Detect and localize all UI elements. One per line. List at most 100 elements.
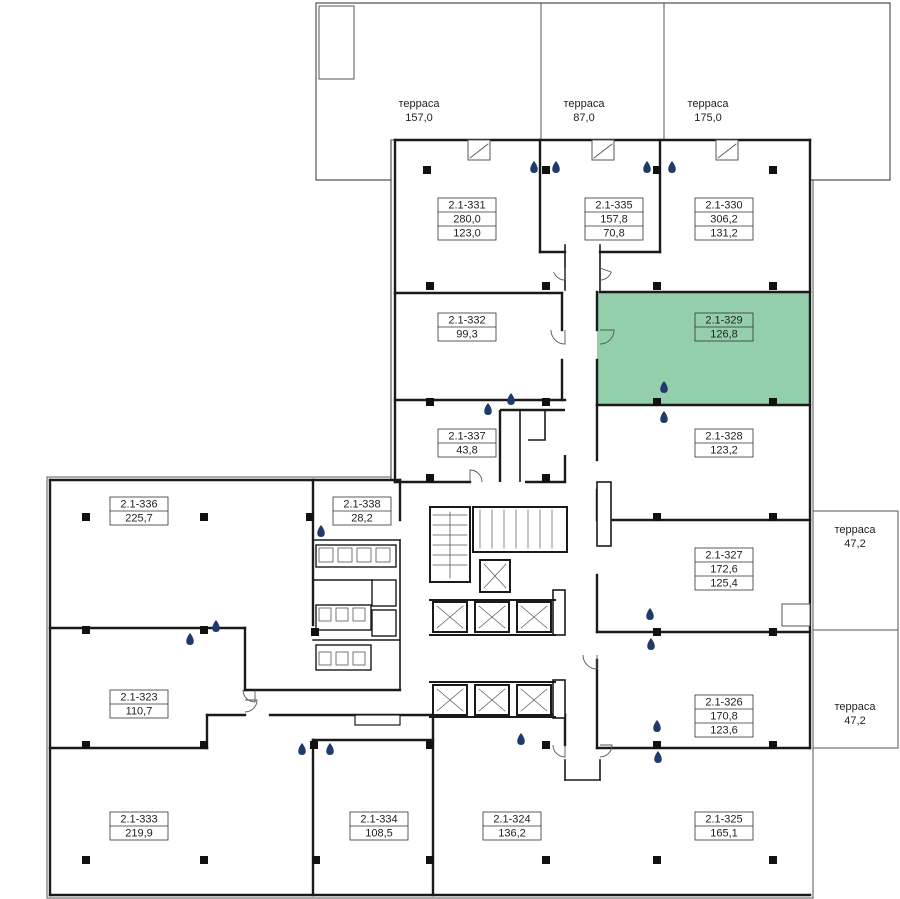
- terrace-feature: [318, 5, 355, 80]
- unit-2-1-329[interactable]: [597, 292, 810, 405]
- unit-total-area: 225,7: [125, 513, 153, 525]
- unit-area-2-1-329[interactable]: [597, 292, 810, 405]
- wc-fixture: [375, 547, 391, 563]
- shaft: [552, 589, 566, 636]
- water-drop-icon: [317, 525, 325, 537]
- terrace-name: терраса: [687, 98, 729, 110]
- unit-total-area: 170,8: [710, 711, 738, 723]
- column: [200, 741, 208, 749]
- unit-terrace-area: 70,8: [603, 228, 624, 240]
- column: [769, 741, 777, 749]
- wall-path: [528, 410, 546, 441]
- unit-area-2-1-328[interactable]: [597, 405, 810, 520]
- unit-2-1-324[interactable]: [433, 715, 597, 895]
- unit-area-2-1-326[interactable]: [597, 632, 810, 748]
- column: [200, 626, 208, 634]
- unit-number: 2.1-338: [343, 499, 380, 511]
- unit-2-1-326[interactable]: [597, 632, 810, 748]
- water-drop-icon: [517, 733, 525, 745]
- unit-2-1-332[interactable]: [395, 293, 562, 400]
- column: [653, 741, 661, 749]
- unit-2-1-336[interactable]: [50, 480, 313, 628]
- unit-total-area: 219,9: [125, 828, 153, 840]
- unit-label-box: [584, 197, 644, 241]
- elevator-cross: [436, 605, 464, 629]
- column: [426, 282, 434, 290]
- column: [542, 282, 550, 290]
- unit-number: 2.1-327: [705, 550, 742, 562]
- column: [653, 628, 661, 636]
- wc-fixture: [318, 607, 332, 622]
- unit-label-box: [694, 694, 754, 738]
- unit-total-area: 126,8: [710, 329, 738, 341]
- column: [200, 856, 208, 864]
- wc-block: [315, 644, 372, 671]
- column: [426, 856, 434, 864]
- water-drop-icon: [668, 161, 676, 173]
- unit-number: 2.1-326: [705, 697, 742, 709]
- unit-number: 2.1-328: [705, 431, 742, 443]
- wc-fixture: [318, 547, 334, 563]
- terrace-area: 157,0: [405, 112, 433, 124]
- unit-number: 2.1-337: [448, 431, 485, 443]
- elevator-cross: [436, 688, 464, 712]
- wc-fixture: [352, 607, 366, 622]
- column: [426, 474, 434, 482]
- door-swing: [552, 744, 566, 758]
- column: [82, 626, 90, 634]
- walls-layer: [48, 138, 812, 897]
- unit-terrace-area: 125,4: [710, 578, 738, 590]
- terrace-area: 47,2: [844, 538, 865, 550]
- water-drop-icon: [552, 161, 560, 173]
- column: [423, 166, 431, 174]
- door-swing: [599, 744, 613, 758]
- wc-fixture: [356, 547, 372, 563]
- door-swing: [550, 329, 566, 345]
- unit-area-2-1-323[interactable]: [50, 628, 245, 748]
- column: [82, 741, 90, 749]
- unit-label-box: [437, 197, 497, 241]
- unit-area-2-1-324[interactable]: [433, 715, 597, 895]
- unit-2-1-333[interactable]: [50, 748, 313, 895]
- terrace-name: терраса: [834, 701, 876, 713]
- unit-number: 2.1-332: [448, 315, 485, 327]
- column: [311, 628, 319, 636]
- unit-area-2-1-332[interactable]: [395, 293, 562, 400]
- unit-2-1-323[interactable]: [50, 628, 245, 748]
- water-drop-icon: [326, 743, 334, 755]
- unit-2-1-328[interactable]: [597, 405, 810, 520]
- water-drop-icon: [653, 720, 661, 732]
- wall-column-block: [596, 481, 612, 547]
- elevator-cross: [478, 605, 506, 629]
- unit-fills-layer: [50, 140, 810, 895]
- unit-total-area: 157,8: [600, 214, 628, 226]
- column: [542, 398, 550, 406]
- column: [653, 856, 661, 864]
- unit-number: 2.1-334: [360, 814, 397, 826]
- column: [426, 741, 434, 749]
- column: [542, 474, 550, 482]
- column: [542, 166, 550, 174]
- door-swing: [469, 469, 483, 483]
- door-swing: [242, 689, 256, 703]
- unit-area-2-1-336[interactable]: [50, 480, 313, 628]
- shaft: [552, 679, 566, 719]
- unit-total-area: 28,2: [351, 513, 372, 525]
- unit-total-area: 165,1: [710, 828, 738, 840]
- unit-number: 2.1-325: [705, 814, 742, 826]
- elevator-cross: [520, 605, 548, 629]
- terrace-area: 47,2: [844, 715, 865, 727]
- water-drop-icon: [647, 638, 655, 650]
- unit-terrace-area: 123,6: [710, 725, 738, 737]
- column: [653, 282, 661, 290]
- unit-area-2-1-333[interactable]: [50, 748, 313, 895]
